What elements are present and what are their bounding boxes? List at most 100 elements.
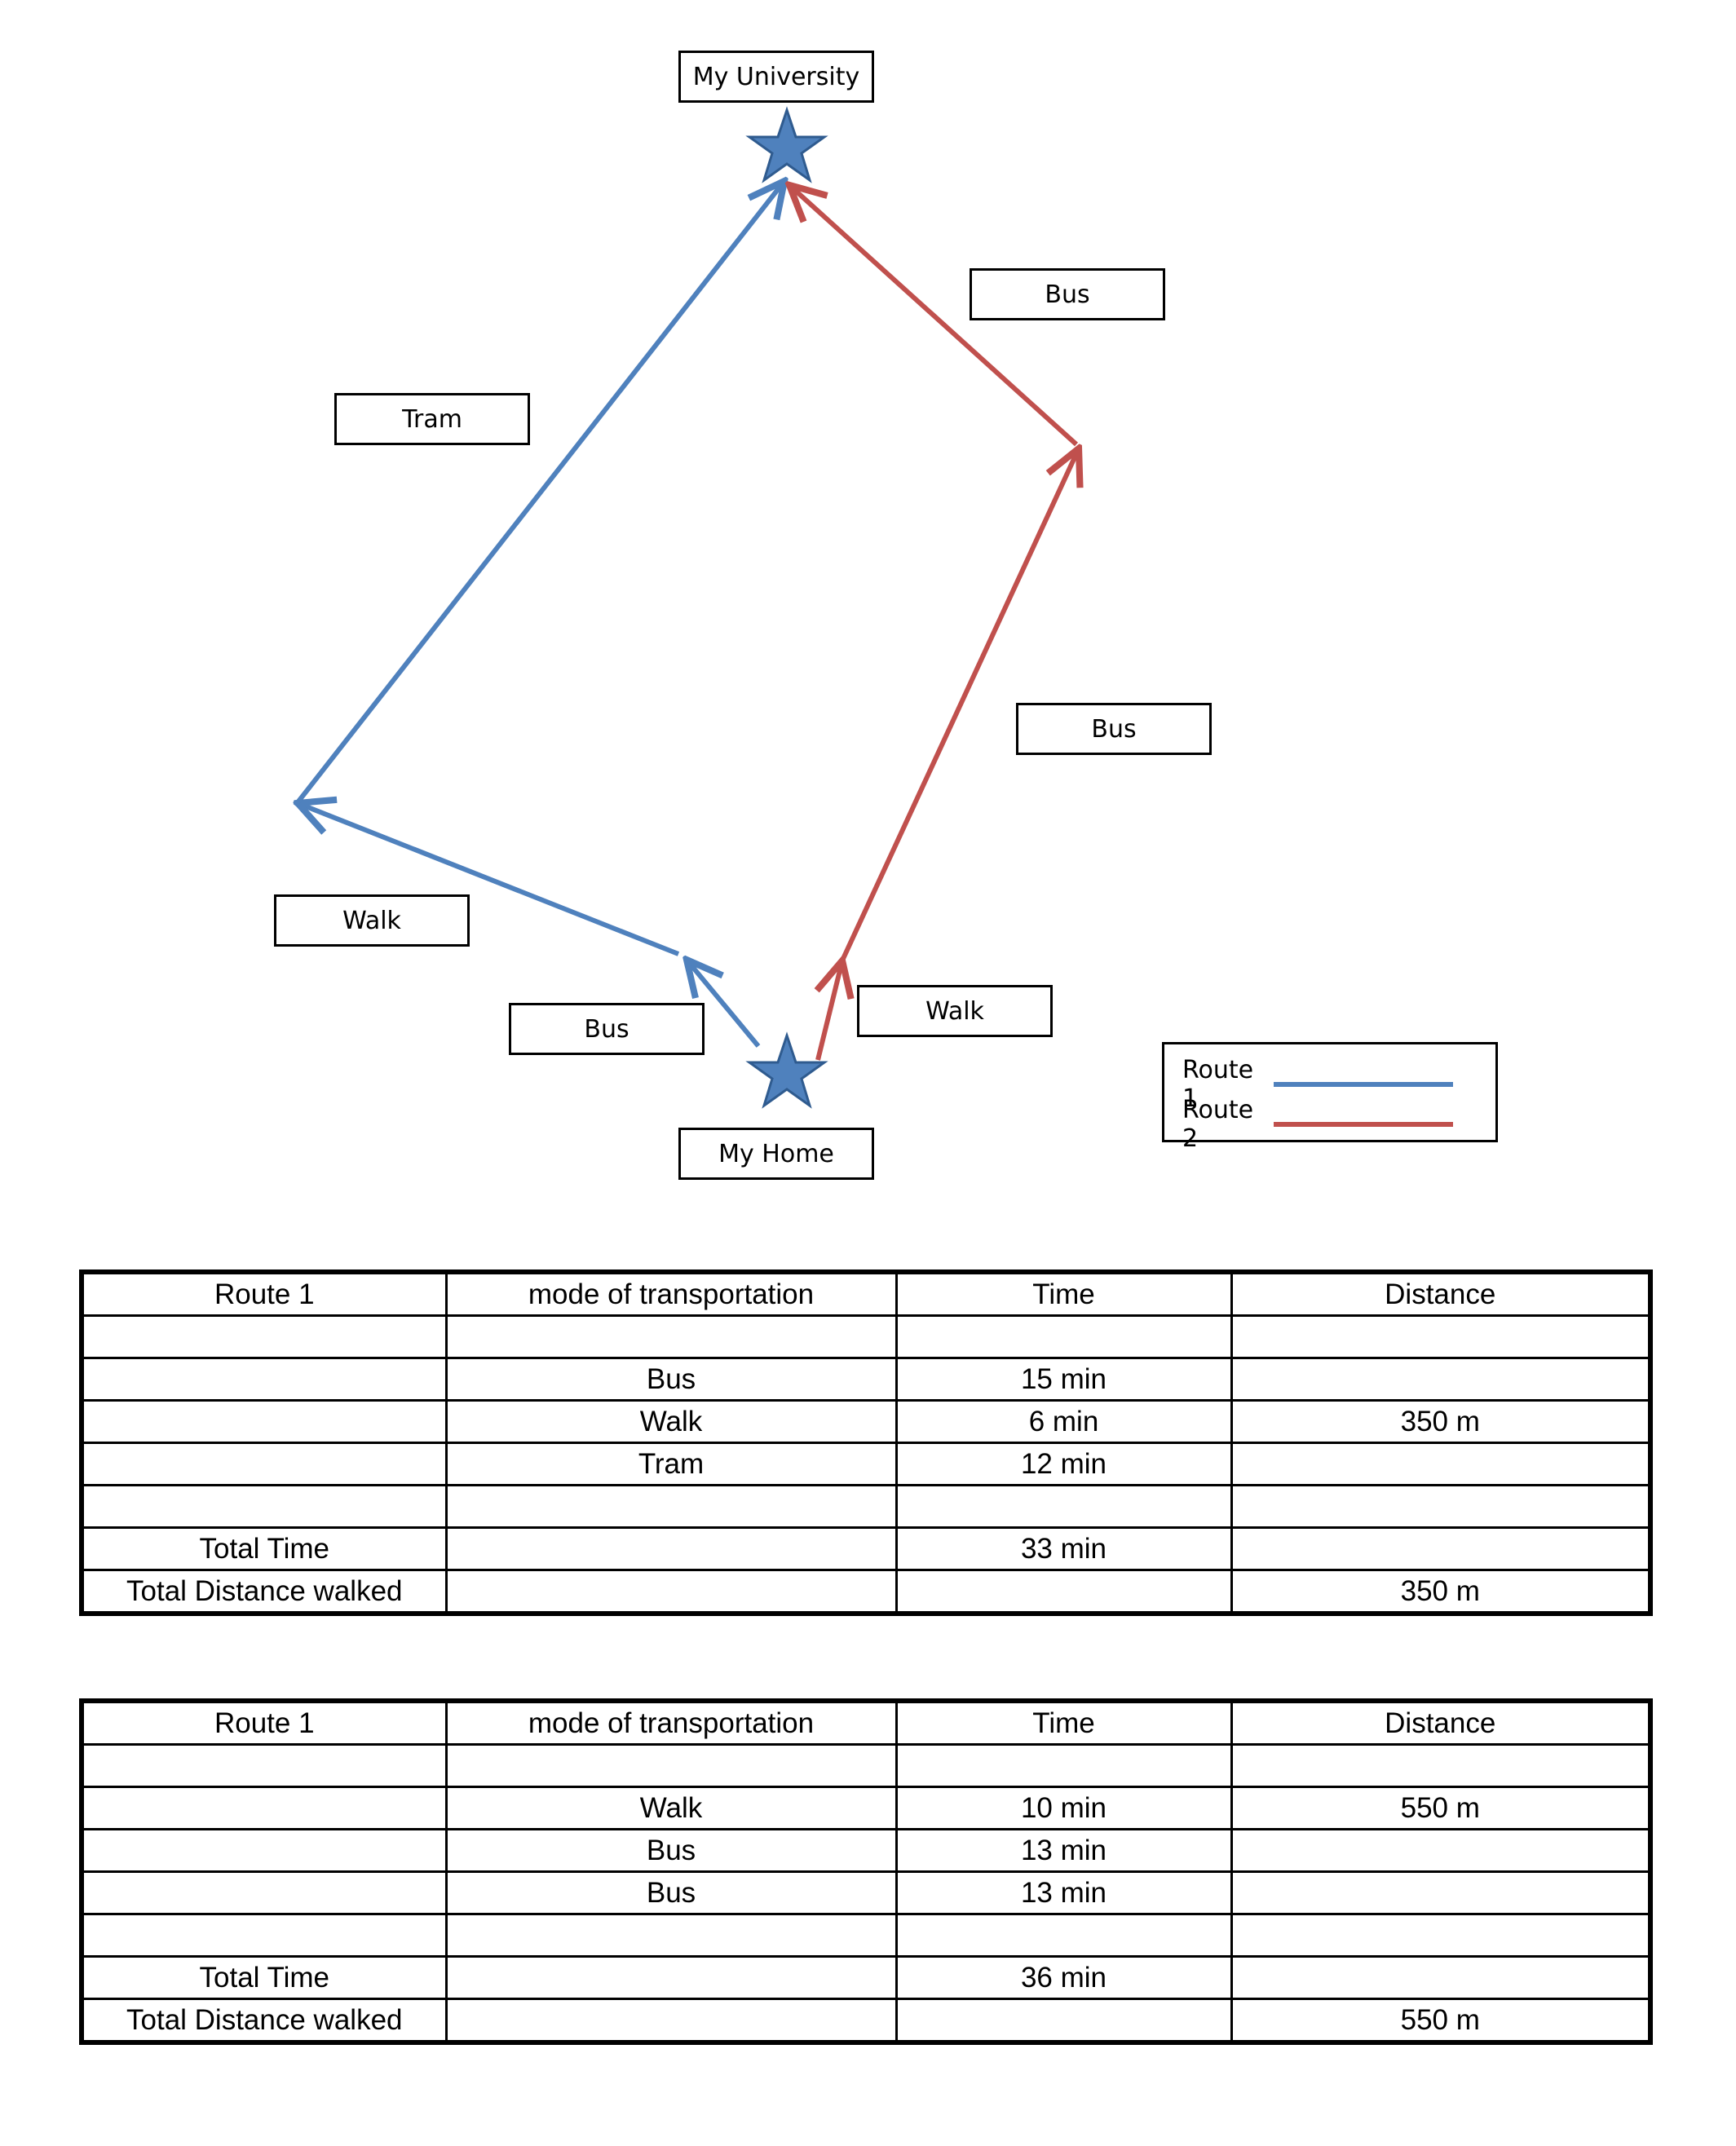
route1-bus-segment — [687, 960, 761, 1048]
table-row — [80, 1484, 1652, 1529]
table-cell — [80, 1484, 448, 1529]
table-header-cell: Route 1 — [80, 1270, 448, 1317]
table-cell — [895, 1913, 1233, 1958]
table-cell — [444, 1526, 898, 1571]
legend-swatch-route1 — [1274, 1082, 1453, 1087]
route2-bus-lower-segment — [840, 448, 1079, 962]
table-cell — [1230, 1484, 1652, 1529]
table-cell — [895, 1998, 1233, 2044]
legend-item-route2: Route 2 — [1182, 1096, 1453, 1153]
table-header-cell: mode of transportation — [444, 1699, 898, 1746]
table-header-cell: Time — [895, 1699, 1233, 1746]
route1-tram-segment — [293, 181, 784, 807]
home-star-icon — [745, 1031, 828, 1109]
edge-label-text: Bus — [1091, 714, 1137, 744]
table-cell — [80, 1786, 448, 1830]
table-cell: Walk — [444, 1786, 898, 1830]
table-cell: 550 m — [1230, 1998, 1652, 2044]
table-cell — [80, 1442, 448, 1486]
table-cell — [1230, 1870, 1652, 1915]
edge-label-route2-walk: Walk — [857, 985, 1053, 1037]
table-cell: Total Time — [80, 1526, 448, 1571]
table-row — [80, 1743, 1652, 1788]
table-cell — [444, 1913, 898, 1958]
edge-label-text: Bus — [584, 1014, 629, 1044]
table-cell — [80, 1357, 448, 1402]
table-cell: Walk — [444, 1399, 898, 1444]
table-cell — [80, 1913, 448, 1958]
table-cell — [1230, 1357, 1652, 1402]
table-cell — [1230, 1955, 1652, 2000]
legend-swatch-route2 — [1274, 1122, 1453, 1127]
edge-label-text: Walk — [342, 906, 401, 935]
table-cell — [444, 1955, 898, 2000]
table-cell: 13 min — [895, 1828, 1233, 1873]
legend-label: Route 1 — [1182, 1056, 1254, 1113]
table-cell — [1230, 1442, 1652, 1486]
legend-item-route1: Route 1 — [1182, 1056, 1453, 1113]
table-cell — [80, 1870, 448, 1915]
table-cell — [444, 1998, 898, 2044]
table-cell: 350 m — [1230, 1399, 1652, 1444]
table-cell — [80, 1399, 448, 1444]
table-cell: Bus — [444, 1357, 898, 1402]
table-cell — [80, 1314, 448, 1359]
table-cell: Bus — [444, 1870, 898, 1915]
route-diagram — [0, 106, 1736, 1109]
table-cell — [444, 1569, 898, 1615]
table-cell — [444, 1743, 898, 1788]
edge-label-text: Walk — [925, 996, 984, 1026]
route2-walk-segment — [818, 960, 842, 1061]
table-cell: 12 min — [895, 1442, 1233, 1486]
table-row: Total Distance walked 350 m — [80, 1569, 1652, 1615]
legend-label: Route 2 — [1182, 1096, 1254, 1153]
edge-label-route2-bus-lower: Bus — [1016, 703, 1212, 755]
table-header-cell: Distance — [1230, 1699, 1652, 1746]
route1-walk-segment — [298, 803, 680, 956]
edge-label-text: Bus — [1045, 280, 1090, 309]
table-header-cell: Distance — [1230, 1270, 1652, 1317]
legend: Route 1 Route 2 — [1162, 1042, 1498, 1153]
table-cell: 15 min — [895, 1357, 1233, 1402]
table-cell: 36 min — [895, 1955, 1233, 2000]
university-star-icon — [745, 106, 828, 183]
edge-label-route1-walk: Walk — [274, 894, 470, 947]
table-cell — [895, 1314, 1233, 1359]
table-header-cell: Route 1 — [80, 1699, 448, 1746]
table-cell: 550 m — [1230, 1786, 1652, 1830]
table-cell: Total Distance walked — [80, 1569, 448, 1615]
table-cell: Bus — [444, 1828, 898, 1873]
table-cell: Tram — [444, 1442, 898, 1486]
table-row — [80, 1314, 1652, 1359]
table-cell: Total Time — [80, 1955, 448, 2000]
table-cell — [444, 1484, 898, 1529]
table-cell — [1230, 1828, 1652, 1873]
node-label-university: My University — [678, 51, 874, 103]
table-header-cell: Time — [895, 1270, 1233, 1317]
table-cell: 350 m — [1230, 1569, 1652, 1615]
table-cell — [1230, 1743, 1652, 1788]
table-row: Total Time 36 min — [80, 1955, 1652, 2000]
table-cell — [1230, 1913, 1652, 1958]
edge-label-route2-bus-upper: Bus — [970, 268, 1165, 320]
table-cell: 6 min — [895, 1399, 1233, 1444]
node-label-text: My University — [692, 62, 860, 91]
table-cell — [80, 1743, 448, 1788]
edge-label-route1-bus: Bus — [509, 1003, 705, 1055]
table-cell — [895, 1743, 1233, 1788]
node-label-text: My Home — [718, 1139, 834, 1168]
node-label-home: My Home — [678, 1128, 874, 1180]
table-row — [80, 1913, 1652, 1958]
edge-label-route1-tram: Tram — [334, 393, 530, 445]
route2-bus-upper-segment — [789, 185, 1079, 447]
table-cell — [1230, 1314, 1652, 1359]
edge-label-text: Tram — [402, 404, 462, 434]
